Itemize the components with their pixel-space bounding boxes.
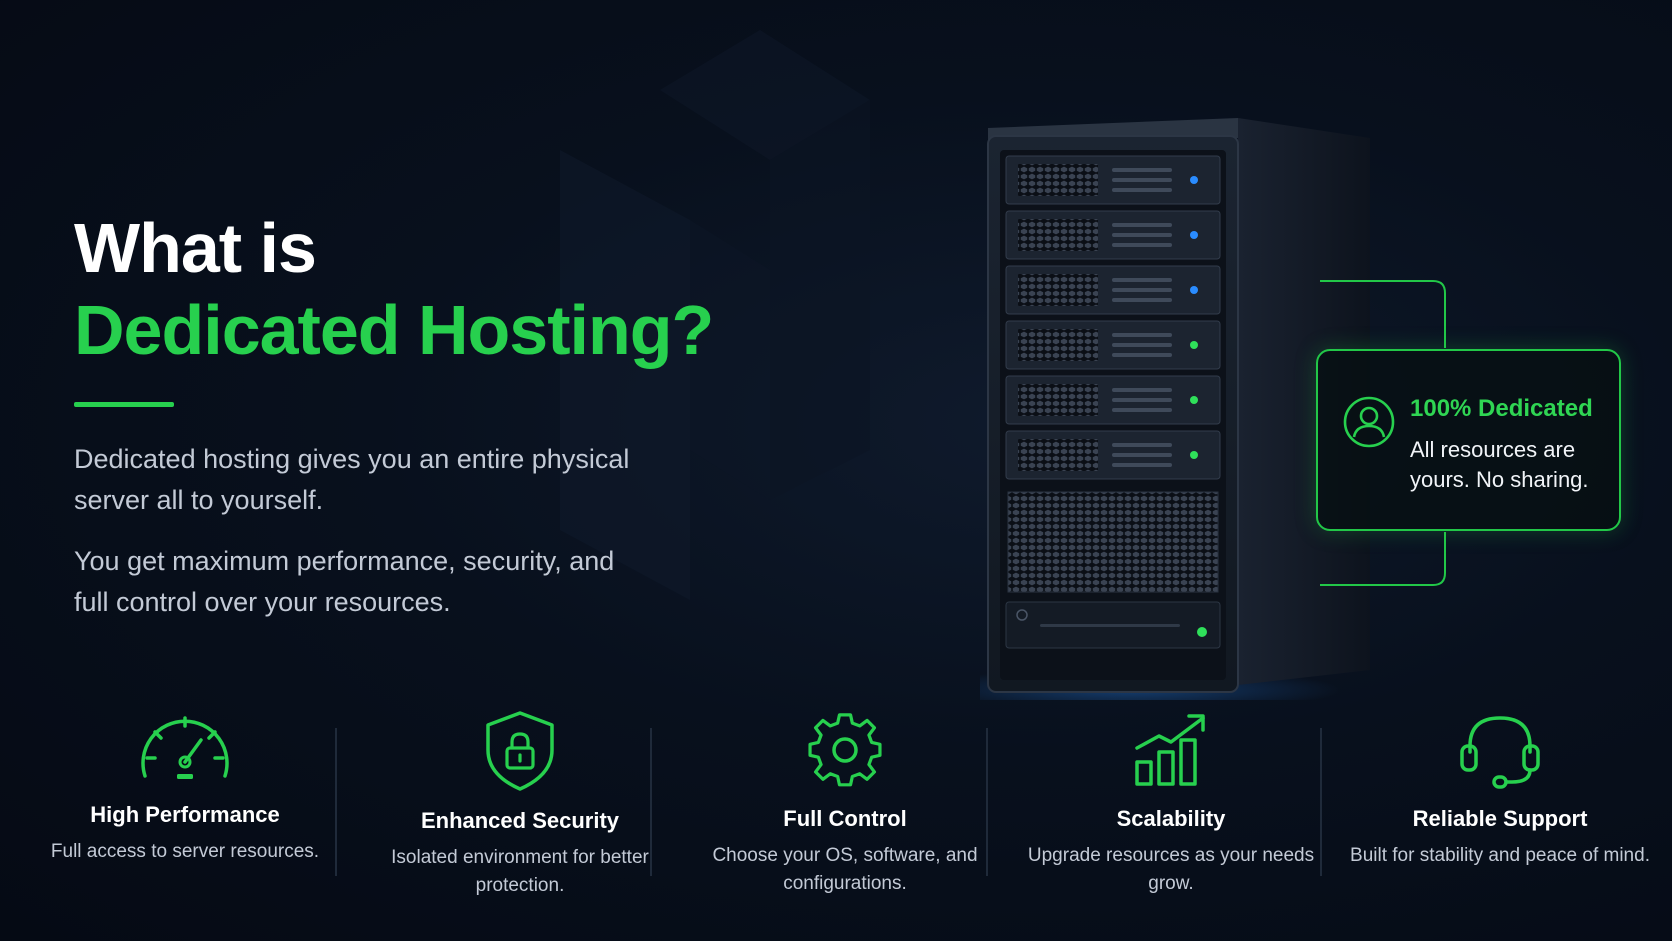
- server-rack-illustration: [980, 118, 1370, 700]
- hero-paragraph-2: You get maximum performance, security, a…: [74, 546, 615, 617]
- feature-title: Scalability: [1116, 806, 1226, 831]
- feature-full-control: Full Control Choose your OS, software, a…: [690, 710, 1000, 898]
- feature-desc: Built for stability and peace of mind.: [1350, 845, 1650, 866]
- hero-paragraph-1: Dedicated hosting gives you an entire ph…: [74, 444, 630, 515]
- feature-desc: Choose your OS, software, and configurat…: [712, 845, 978, 894]
- feature-row: High Performance Full access to server r…: [30, 710, 1660, 910]
- feature-divider: [1320, 728, 1322, 876]
- background-logo-shape: [560, 30, 870, 600]
- user-circle-icon: [1343, 396, 1395, 448]
- feature-divider: [650, 728, 652, 876]
- feature-high-performance: High Performance Full access to server r…: [30, 710, 340, 866]
- shield-lock-icon: [486, 711, 554, 791]
- feature-scalability: Scalability Upgrade resources as your ne…: [1016, 710, 1326, 898]
- feature-desc: Full access to server resources.: [50, 841, 320, 862]
- feature-desc: Upgrade resources as your needs grow.: [1027, 845, 1315, 894]
- feature-reliable-support: Reliable Support Built for stability and…: [1345, 710, 1655, 870]
- page-title-line2: Dedicated Hosting?: [74, 291, 714, 369]
- callout-text: All resources are yours. No sharing.: [1410, 437, 1589, 492]
- gear-icon: [808, 713, 882, 787]
- feature-title: Reliable Support: [1412, 806, 1588, 831]
- dedicated-callout-card: 100% Dedicated All resources are yours. …: [1316, 349, 1621, 531]
- feature-divider: [986, 728, 988, 876]
- feature-divider: [335, 728, 337, 876]
- page-title-line1: What is: [74, 209, 317, 287]
- feature-desc: Isolated environment for better protecti…: [391, 847, 649, 896]
- callout-connector-lines: [1320, 280, 1446, 586]
- callout-title: 100% Dedicated: [1410, 395, 1593, 422]
- feature-enhanced-security: Enhanced Security Isolated environment f…: [365, 710, 675, 900]
- hero-section: What is Dedicated Hosting? Dedicated hos…: [74, 208, 754, 623]
- title-accent-bar: [74, 402, 174, 407]
- feature-title: High Performance: [90, 802, 280, 827]
- feature-title: Full Control: [783, 806, 907, 831]
- headset-icon: [1460, 716, 1540, 789]
- speedometer-icon: [141, 716, 229, 779]
- bar-chart-growth-icon: [1135, 714, 1205, 786]
- feature-title: Enhanced Security: [420, 808, 620, 833]
